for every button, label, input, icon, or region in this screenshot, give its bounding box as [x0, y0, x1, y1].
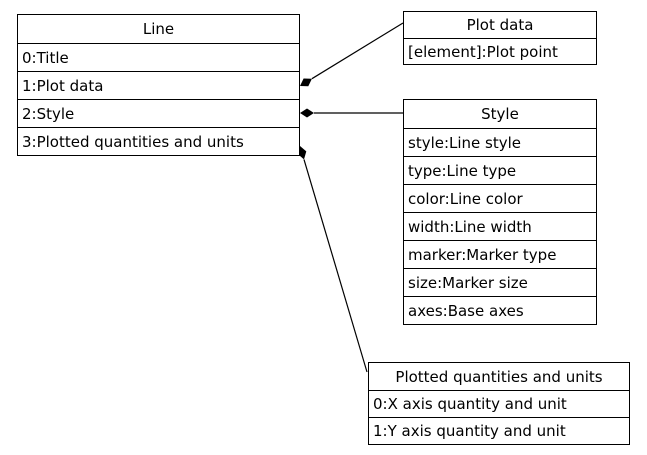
attribute-row-element: [element]:Plot point — [404, 38, 596, 64]
class-box-plot-data: Plot data [element]:Plot point — [403, 11, 597, 65]
attribute-row-base-axes: axes:Base axes — [404, 296, 596, 324]
connector-line — [303, 159, 368, 373]
attribute-row-plotted-quantities: 3:Plotted quantities and units — [18, 127, 299, 155]
attribute-row-line-style: style:Line style — [404, 128, 596, 156]
attribute-row-y-axis: 1:Y axis quantity and unit — [369, 417, 629, 444]
attribute-row-plot-data: 1:Plot data — [18, 71, 299, 99]
attribute-row-line-width: width:Line width — [404, 212, 596, 240]
attribute-row-style: 2:Style — [18, 99, 299, 127]
connector-line — [311, 22, 404, 80]
class-title-plot-data: Plot data — [466, 16, 534, 34]
attribute-row-x-axis: 0:X axis quantity and unit — [369, 390, 629, 417]
class-title-style: Style — [481, 105, 519, 123]
attribute-row-marker-size: size:Marker size — [404, 268, 596, 296]
class-box-style: Style style:Line style type:Line type co… — [403, 99, 597, 325]
composition-diamond-icon — [300, 108, 314, 118]
composition-diamond-icon — [300, 78, 312, 87]
class-box-line: Line 0:Title 1:Plot data 2:Style 3:Plott… — [17, 14, 300, 156]
class-box-plotted-quantities: Plotted quantities and units 0:X axis qu… — [368, 362, 630, 445]
attribute-row-title: 0:Title — [18, 43, 299, 71]
class-title-plotted-quantities: Plotted quantities and units — [395, 367, 603, 386]
class-title-line: Line — [142, 20, 175, 38]
attribute-row-marker-type: marker:Marker type — [404, 240, 596, 268]
attribute-row-line-color: color:Line color — [404, 184, 596, 212]
attribute-row-line-type: type:Line type — [404, 156, 596, 184]
